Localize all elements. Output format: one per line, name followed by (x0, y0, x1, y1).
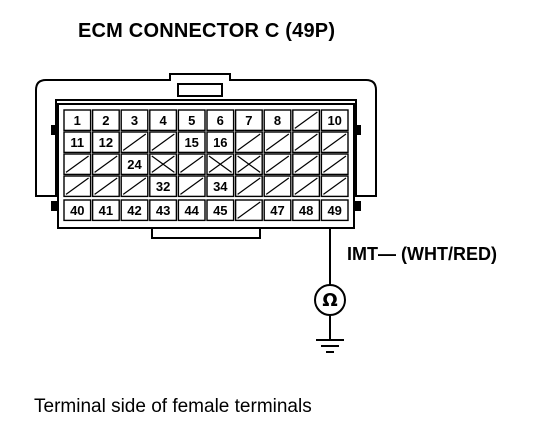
terminal-empty (292, 175, 321, 198)
terminal-41: 41 (91, 199, 120, 222)
svg-text:2: 2 (102, 113, 109, 128)
terminal-45: 45 (206, 199, 235, 222)
terminal-7: 7 (234, 109, 263, 132)
svg-text:34: 34 (213, 179, 228, 194)
svg-text:10: 10 (327, 113, 341, 128)
terminal-empty (234, 153, 263, 176)
connector-shell (35, 73, 377, 239)
terminal-empty (177, 153, 206, 176)
terminal-empty (149, 131, 178, 154)
terminal-empty (263, 131, 292, 154)
terminal-11: 11 (63, 131, 92, 154)
terminal-48: 48 (292, 199, 321, 222)
terminal-empty (206, 153, 235, 176)
terminal-1: 1 (63, 109, 92, 132)
svg-text:1: 1 (74, 113, 81, 128)
svg-text:11: 11 (70, 135, 84, 150)
svg-text:45: 45 (213, 203, 227, 218)
terminal-34: 34 (206, 175, 235, 198)
terminal-empty (177, 175, 206, 198)
terminal-8: 8 (263, 109, 292, 132)
terminal-2: 2 (91, 109, 120, 132)
svg-text:7: 7 (245, 113, 252, 128)
terminal-empty (120, 175, 149, 198)
terminal-15: 15 (177, 131, 206, 154)
terminal-47: 47 (263, 199, 292, 222)
terminal-empty (63, 153, 92, 176)
svg-text:6: 6 (217, 113, 224, 128)
terminal-empty (234, 175, 263, 198)
terminal-empty (63, 175, 92, 198)
svg-text:42: 42 (127, 203, 141, 218)
terminal-empty (120, 131, 149, 154)
terminal-empty (234, 131, 263, 154)
terminal-empty (320, 153, 349, 176)
svg-text:12: 12 (99, 135, 113, 150)
svg-text:48: 48 (299, 203, 313, 218)
svg-text:49: 49 (327, 203, 341, 218)
terminal-empty (263, 175, 292, 198)
terminal-49: 49 (320, 199, 349, 222)
svg-text:44: 44 (184, 203, 199, 218)
ground-icon (316, 339, 344, 353)
svg-text:5: 5 (188, 113, 195, 128)
svg-text:40: 40 (70, 203, 84, 218)
wiring (314, 228, 346, 353)
terminal-empty (292, 131, 321, 154)
terminal-5: 5 (177, 109, 206, 132)
terminal-43: 43 (149, 199, 178, 222)
terminal-44: 44 (177, 199, 206, 222)
terminal-40: 40 (63, 199, 92, 222)
terminal-empty (149, 153, 178, 176)
terminal-empty (91, 175, 120, 198)
terminal-empty (320, 175, 349, 198)
svg-text:43: 43 (156, 203, 170, 218)
terminal-empty (263, 153, 292, 176)
connector-title: ECM CONNECTOR C (49P) (78, 20, 336, 42)
terminal-4: 4 (149, 109, 178, 132)
svg-text:3: 3 (131, 113, 138, 128)
terminal-24: 24 (120, 153, 149, 176)
diagram-caption: Terminal side of female terminals (34, 396, 312, 417)
terminal-empty (320, 131, 349, 154)
terminal-42: 42 (120, 199, 149, 222)
terminal-32: 32 (149, 175, 178, 198)
terminal-empty (91, 153, 120, 176)
terminal-empty (292, 109, 321, 132)
svg-text:15: 15 (184, 135, 198, 150)
svg-text:47: 47 (270, 203, 284, 218)
wire-label: IMT— (WHT/RED) (347, 244, 497, 264)
svg-text:16: 16 (213, 135, 227, 150)
terminal-empty (234, 199, 263, 222)
terminal-3: 3 (120, 109, 149, 132)
terminal-10: 10 (320, 109, 349, 132)
terminal-6: 6 (206, 109, 235, 132)
svg-text:4: 4 (159, 113, 167, 128)
ohm-symbol: Ω (322, 290, 337, 311)
svg-text:32: 32 (156, 179, 170, 194)
svg-text:8: 8 (274, 113, 281, 128)
terminal-empty (292, 153, 321, 176)
svg-text:24: 24 (127, 157, 142, 172)
terminal-16: 16 (206, 131, 235, 154)
terminal-12: 12 (91, 131, 120, 154)
svg-text:41: 41 (99, 203, 113, 218)
